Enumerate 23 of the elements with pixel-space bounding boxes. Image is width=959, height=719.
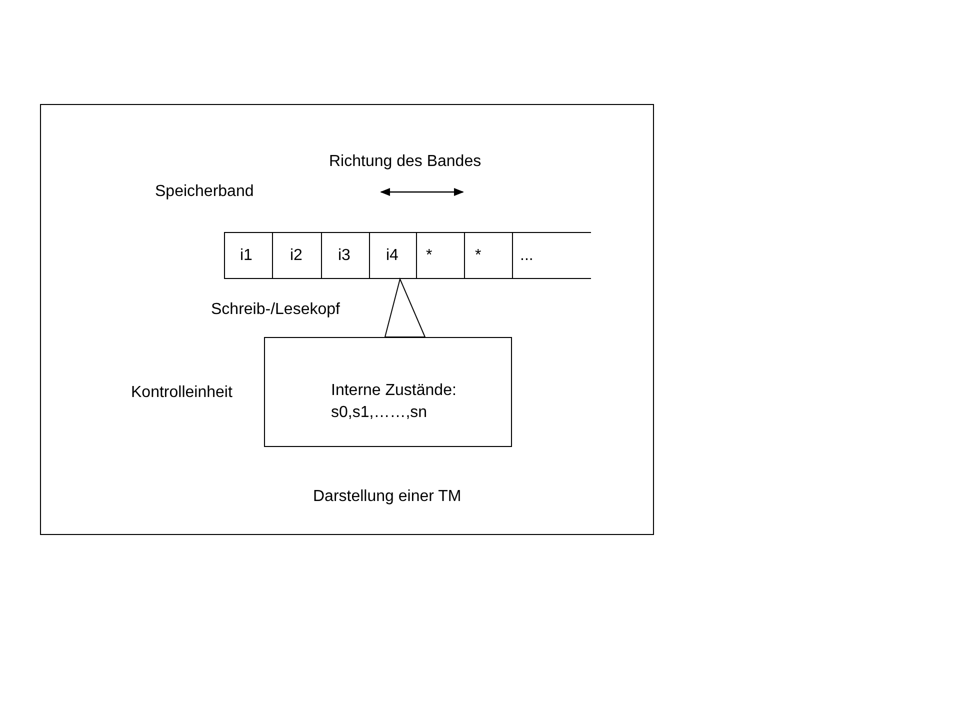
cell-text: * bbox=[475, 247, 482, 265]
caption: Darstellung einer TM bbox=[313, 488, 462, 506]
tape-cell bbox=[272, 232, 322, 279]
state-list: s0,s1,……,sn bbox=[331, 404, 428, 422]
cell-text: i1 bbox=[240, 247, 252, 265]
tape-cell bbox=[369, 232, 417, 279]
tape-cell bbox=[512, 232, 591, 279]
unit-label: Kontrolleinheit bbox=[131, 384, 232, 402]
tape-cell bbox=[416, 232, 465, 279]
cell-text: i2 bbox=[290, 247, 302, 265]
tape-label: Speicherband bbox=[155, 183, 254, 201]
cell-text: i4 bbox=[386, 247, 398, 265]
cell-text: * bbox=[426, 247, 432, 265]
head-triangle bbox=[384, 277, 426, 338]
cell-text: i3 bbox=[338, 247, 350, 265]
tape-cell bbox=[321, 232, 370, 279]
direction-label: Richtung des Bandes bbox=[329, 153, 482, 171]
head-label: Schreib-/Lesekopf bbox=[211, 301, 340, 319]
tape-cell bbox=[224, 232, 273, 279]
box-heading: Interne Zustände: bbox=[331, 382, 456, 400]
tape-cell bbox=[464, 232, 513, 279]
cell-text: ... bbox=[520, 247, 534, 265]
control-unit-box bbox=[264, 337, 512, 447]
